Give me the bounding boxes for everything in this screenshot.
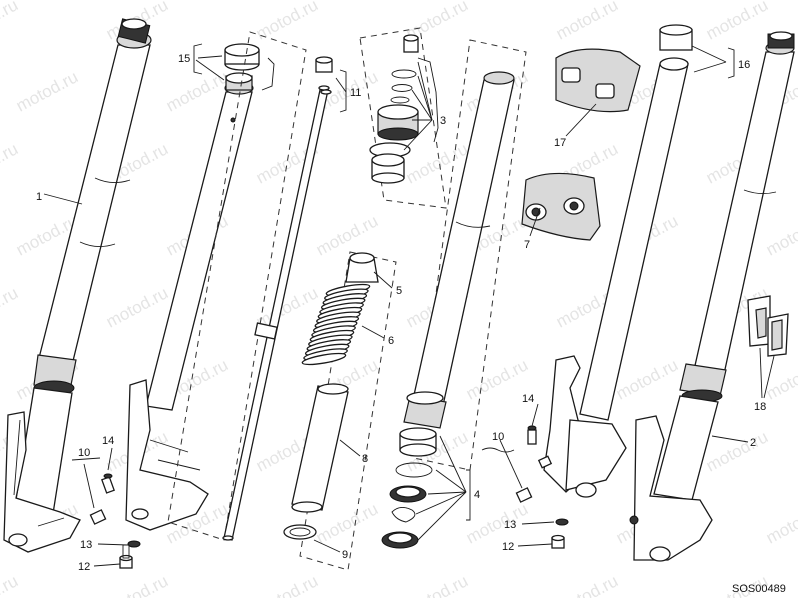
- watermark-text: motod.ru: [403, 571, 471, 598]
- watermark-text: motod.ru: [703, 427, 771, 475]
- rod-nut-11: [315, 56, 333, 95]
- fork-cap-assembly-3: [369, 34, 419, 184]
- leader-lines: [43, 43, 775, 567]
- callout-2: 2: [750, 437, 756, 449]
- callout-12-left: 12: [78, 561, 90, 573]
- callout-18: 18: [754, 401, 766, 413]
- washer-13-left: [127, 540, 141, 548]
- spacer-tube-8: [291, 383, 349, 513]
- spring-coil: [301, 352, 347, 366]
- bolt-12-right: [551, 534, 565, 549]
- watermark-text: motod.ru: [703, 0, 771, 44]
- callout-15: 15: [178, 53, 190, 65]
- watermark-text: motod.ru: [0, 139, 21, 187]
- callout-7: 7: [524, 239, 530, 251]
- watermark-text: motod.ru: [313, 211, 381, 259]
- callout-9: 9: [342, 549, 348, 561]
- washer-9: [283, 524, 317, 540]
- callout-14-left: 14: [102, 435, 114, 447]
- seal-kit-4: [381, 427, 437, 549]
- fork-outer-tube-center: [403, 71, 515, 429]
- callout-16: 16: [738, 59, 750, 71]
- watermark-text: motod.ru: [613, 355, 681, 403]
- watermark-text: motod.ru: [553, 0, 621, 44]
- watermark-text: motod.ru: [463, 499, 531, 547]
- screw-10-right: [515, 455, 553, 503]
- callout-3: 3: [440, 115, 446, 127]
- watermark-text: motod.ru: [253, 0, 321, 44]
- cap-frame: [359, 27, 447, 209]
- bolt-12-left: [119, 544, 133, 569]
- watermark-text: motod.ru: [13, 67, 81, 115]
- watermark-text: motod.ru: [103, 283, 171, 331]
- callout-4: 4: [474, 489, 480, 501]
- fork-inner-tube-right: [543, 24, 693, 498]
- callout-6: 6: [388, 335, 394, 347]
- watermark-text: motod.ru: [253, 571, 321, 598]
- callout-labels: 1 2 3 4 5 6 7 8 9 10 10 11 12 12 13 13 1…: [36, 53, 766, 573]
- watermark-text: motod.ru: [103, 571, 171, 598]
- spring-spacer-5: [345, 252, 379, 283]
- upper-bush-15: [224, 43, 260, 71]
- watermark-text: motod.ru: [763, 211, 798, 259]
- callout-5: 5: [396, 285, 402, 297]
- callout-11: 11: [350, 87, 361, 99]
- callout-17: 17: [554, 137, 566, 149]
- callout-13-left: 13: [80, 539, 92, 551]
- callout-10-right: 10: [492, 431, 504, 443]
- callout-12-right: 12: [502, 541, 514, 553]
- fork-inner-tube-left: [125, 72, 254, 531]
- watermark-text: motod.ru: [0, 571, 21, 598]
- callout-14-right: 14: [522, 393, 534, 405]
- watermark-text: motod.ru: [163, 67, 231, 115]
- clamp-protector-17: [555, 48, 641, 113]
- fork-tube-left: [3, 18, 152, 553]
- washer-13-right: [555, 518, 569, 526]
- callout-13-right: 13: [504, 519, 516, 531]
- watermark-text: motod.ru: [763, 499, 798, 547]
- callout-1: 1: [36, 191, 42, 203]
- watermark-text: motod.ru: [0, 0, 21, 44]
- clamp-protector-7: [521, 172, 601, 241]
- screw-10-left: [89, 509, 107, 525]
- fork-spring-6: [301, 283, 371, 366]
- fork-tube-right: [629, 31, 795, 562]
- callout-8: 8: [362, 453, 368, 465]
- drawing-code: SOS00489: [732, 583, 786, 595]
- watermark-text: motod.ru: [463, 355, 531, 403]
- watermark-text: motod.ru: [0, 283, 21, 331]
- damper-rod: [222, 85, 330, 541]
- callout-10-left: 10: [78, 447, 90, 459]
- screw-14-right: [527, 425, 537, 445]
- reflectors-18: [747, 295, 789, 357]
- screw-14-left: [101, 473, 115, 494]
- watermark-text: motod.ru: [553, 571, 621, 598]
